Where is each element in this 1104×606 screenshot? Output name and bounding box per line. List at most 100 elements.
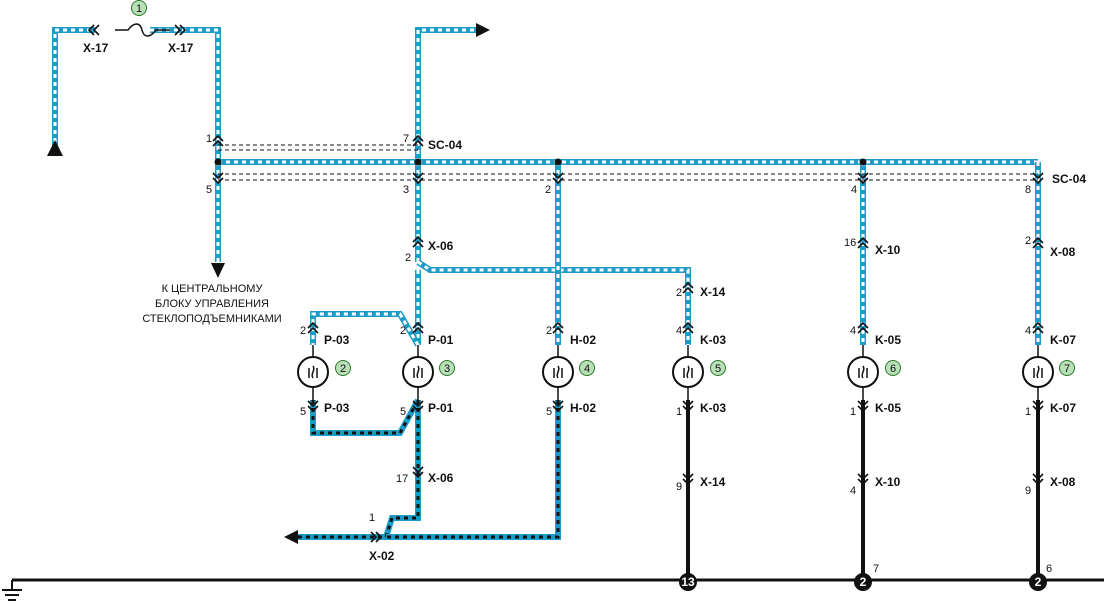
pin-label: 2	[1025, 235, 1031, 247]
connector-label-sc04-top: SC-04	[428, 138, 462, 152]
connector-chevron-icon	[307, 321, 319, 329]
lamp-icon	[1022, 356, 1054, 388]
callouts: 1 2 3 4 5 6 7	[131, 0, 1075, 376]
pin-label: 7	[403, 133, 409, 145]
connector-chevron-icon	[857, 321, 869, 329]
pin-label: 9	[1025, 485, 1031, 497]
ground-pin-label: 7	[873, 563, 879, 575]
connector-chevron-icon	[857, 473, 869, 481]
lamp-icon	[672, 356, 704, 388]
connector-chevron-icon	[179, 24, 187, 36]
callout-number: 1	[136, 3, 142, 15]
callout-4: 4	[579, 360, 595, 376]
callout-6: 6	[885, 360, 901, 376]
connector-chevron-icon	[682, 473, 694, 481]
connector-chevron-icon	[682, 405, 694, 413]
pin-label: 4	[851, 184, 857, 196]
pin-label: 1	[206, 133, 212, 145]
pin-label: 1	[369, 512, 375, 524]
callout-2: 2	[335, 360, 351, 376]
callout-number: 2	[340, 363, 346, 375]
pin-label: 3	[403, 184, 409, 196]
callout-number: 7	[1064, 363, 1070, 375]
wire-stripe	[311, 399, 420, 435]
connector-chevron-icon	[682, 326, 694, 334]
connector-chevron-icon	[1032, 326, 1044, 334]
connector-chevron-icon	[412, 139, 424, 147]
pin-label: 9	[676, 481, 682, 493]
note-line-2: БЛОКУ УПРАВЛЕНИЯ	[155, 298, 269, 310]
ground-point-13: 13	[681, 575, 695, 589]
connector-chevron-icon	[1032, 172, 1044, 180]
pin-label: 8	[1025, 184, 1031, 196]
pin-label: 5	[546, 406, 552, 418]
junction-dot	[414, 158, 422, 166]
lamp-icon	[542, 356, 574, 388]
connector-label-k07-lower: K-07	[1050, 401, 1076, 415]
connector-chevron-icon	[412, 471, 424, 479]
connector-chevron-icon	[552, 326, 564, 334]
connector-chevron-icon	[682, 400, 694, 408]
connector-chevron-icon	[212, 177, 224, 185]
callout-number: 6	[890, 363, 896, 375]
connector-chevron-icon	[682, 281, 694, 289]
connector-chevron-icon	[412, 400, 424, 408]
connector-chevron-icon	[412, 235, 424, 243]
connector-label-x06-upper: X-06	[428, 239, 454, 253]
wire-stripe	[150, 28, 220, 162]
connector-chevron-icon	[857, 172, 869, 180]
connector-chevron-icon	[412, 172, 424, 180]
connector-chevron-icon	[375, 531, 383, 543]
arrows	[47, 23, 490, 544]
callout-5: 5	[710, 360, 726, 376]
down-arrow-icon	[211, 263, 225, 278]
connector-chevron-icon	[92, 24, 100, 36]
lamps	[297, 345, 1054, 400]
connector-chevron-icon	[412, 177, 424, 185]
ground-point-2b: 2	[1035, 575, 1042, 589]
connector-label-x17-left: X-17	[83, 41, 109, 55]
connector-chevron-icon	[412, 466, 424, 474]
junction-dots	[214, 158, 867, 166]
wire-stripe	[290, 400, 420, 539]
connector-label-x02: X-02	[369, 549, 395, 563]
connector-chevron-icon	[1032, 400, 1044, 408]
note-line-1: К ЦЕНТРАЛЬНОМУ	[162, 283, 264, 295]
lamp-icon	[402, 356, 434, 388]
pin-label: 2	[400, 325, 406, 337]
connector-chevron-icon	[857, 405, 869, 413]
lamp-icon	[847, 356, 879, 388]
connector-label-k05-upper: K-05	[875, 333, 901, 347]
connector-label-h02-lower: H-02	[570, 401, 596, 415]
pin-label: 2	[546, 325, 552, 337]
connector-label-k03-upper: K-03	[700, 333, 726, 347]
wire-stripe	[416, 28, 478, 162]
fuse-icon	[115, 23, 170, 37]
ground-points: 13 2 2	[679, 573, 1047, 591]
connector-chevron-icon	[412, 326, 424, 334]
connector-chevron-icon	[857, 236, 869, 244]
connector-chevron-icon	[552, 400, 564, 408]
connector-chevron-icon	[307, 400, 319, 408]
connector-chevron-icon	[1032, 405, 1044, 413]
connector-chevrons	[87, 24, 1044, 543]
connector-chevron-icon	[1032, 321, 1044, 329]
ground-pin-label: 6	[1046, 563, 1052, 575]
pin-label: 2	[300, 325, 306, 337]
note-line-3: СТЕКЛОПОДЪЕМНИКАМИ	[142, 313, 281, 325]
connector-chevron-icon	[1032, 478, 1044, 486]
connector-chevron-icon	[174, 24, 182, 36]
connector-label-x06-lower: X-06	[428, 471, 454, 485]
pin-label: 4	[1025, 325, 1031, 337]
callout-number: 3	[444, 363, 450, 375]
connector-chevron-icon	[1032, 236, 1044, 244]
connector-chevron-icon	[307, 326, 319, 334]
right-arrow-icon	[476, 23, 490, 37]
callout-1: 1	[131, 0, 147, 16]
wire-stripe	[386, 400, 560, 539]
junction-dot	[554, 158, 562, 166]
connector-chevron-icon	[1032, 177, 1044, 185]
connector-label-x10-lower: X-10	[875, 475, 901, 489]
labels: X-17 X-17 SC-04 SC-04 1 7 5 3 2 4 8 X-06…	[83, 41, 1086, 575]
pin-label: 5	[400, 406, 406, 418]
